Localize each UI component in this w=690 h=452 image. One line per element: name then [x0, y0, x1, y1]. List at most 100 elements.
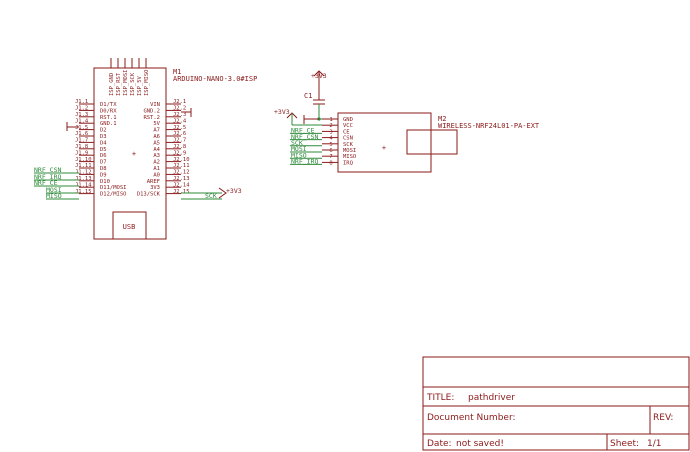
arduino-right-pin-number: J2.5 — [173, 125, 186, 131]
nrf-net-label[interactable]: NRF_CSN — [291, 133, 318, 141]
arduino-right-pin-label: A4 — [153, 147, 160, 153]
arduino-right-pin-label: A7 — [153, 128, 160, 134]
nrf-pin-label: MOSI — [343, 148, 356, 154]
arduino-left-pin-number: J1.2 — [75, 106, 88, 112]
arduino-right-pin-label: A3 — [153, 153, 160, 159]
nrf-pin-number: 3 — [329, 129, 332, 135]
net-label[interactable]: NRF_CE — [34, 179, 58, 187]
arduino-right-pin-number: J2.9 — [173, 150, 186, 156]
arduino-left-pin-number: J1.13 — [75, 176, 92, 182]
origin-cross: + — [132, 150, 136, 158]
nrf-pin-number: 6 — [329, 148, 332, 154]
arduino-right-pin-number: J2.10 — [173, 157, 190, 163]
nrf-pin-label: VCC — [343, 123, 353, 129]
nrf-net-label[interactable]: MOSI — [291, 145, 307, 153]
arduino-right-pin-number: J2.3 — [173, 112, 186, 118]
arduino-right-pin-number: J2.4 — [173, 118, 187, 124]
capacitor-c1[interactable]: +3V3 C1 — [304, 70, 327, 121]
arduino-left-pin-label: D8 — [100, 166, 107, 172]
supply-label[interactable]: +3V3 — [226, 187, 242, 195]
arduino-left-pin-number: J1.8 — [75, 144, 88, 150]
nrf-pin-number: 5 — [329, 142, 332, 148]
nrf-pin-label: GND — [343, 117, 353, 123]
isp-pin-label: ISP_GND — [109, 73, 115, 96]
title-label: TITLE: — [426, 393, 454, 403]
nrf-net-label[interactable]: MISO — [291, 151, 307, 159]
arduino-left-pin-number: J1.11 — [75, 163, 92, 169]
arduino-left-wiring: NRF_CSN NRF_IRQ NRF_CE MOSI MISO — [34, 122, 79, 200]
nrf-net-label[interactable]: NRF_CE — [291, 127, 315, 135]
arduino-left-pin-number: J1.1 — [75, 99, 88, 105]
arduino-left-pin-label: D2 — [100, 128, 107, 134]
nrf-antenna-connector — [406, 129, 458, 155]
arduino-right-pin-number: J2.15 — [173, 189, 190, 195]
arduino-left-pin-label: GND.1 — [100, 121, 117, 127]
arduino-left-pin-label: D1/TX — [100, 102, 117, 108]
net-label[interactable]: MOSI — [46, 186, 62, 194]
nrf-net-label[interactable]: NRF_IRQ — [291, 158, 318, 166]
usb-connector — [112, 211, 147, 240]
arduino-left-pin-number: J1.5 — [75, 125, 88, 131]
isp-pin-label: ISP_5V — [137, 75, 143, 96]
arduino-right-pin-label: VIN — [150, 102, 160, 108]
arduino-ref: M1 — [173, 68, 181, 76]
arduino-right-pin-number: J2.8 — [173, 144, 186, 150]
arduino-right-pin-label: 3V3 — [150, 185, 160, 191]
arduino-right-pin-label: 5V — [153, 121, 160, 127]
nrf-net-label[interactable]: SCK — [291, 139, 303, 147]
arduino-left-pin-label: RST.1 — [100, 115, 117, 121]
arduino-right-pin-number: J2.1 — [173, 99, 186, 105]
net-label[interactable]: NRF_IRQ — [34, 173, 61, 181]
arduino-right-pin-label: A5 — [153, 140, 160, 146]
nrf-pin-number: 1 — [329, 117, 332, 123]
arduino-left-pin-number: J1.12 — [75, 170, 92, 176]
arduino-right-wiring: +3V3 SCK — [181, 108, 242, 200]
arduino-right-pin-label: A2 — [153, 160, 160, 166]
arduino-right-pin-number: J2.12 — [173, 170, 190, 176]
rev-label: REV: — [653, 413, 673, 423]
arduino-right-pin-label: GND.2 — [143, 108, 160, 114]
arduino-left-pin-label: D9 — [100, 172, 107, 178]
arduino-right-pin-label: RST.2 — [143, 115, 160, 121]
net-label[interactable]: MISO — [46, 192, 62, 200]
net-label[interactable]: NRF_CSN — [34, 166, 61, 174]
arduino-left-pin-number: J1.3 — [75, 112, 88, 118]
arduino-nano-symbol[interactable]: USB + M1 ARDUINO-NANO-3.0#ISP ISP_GND IS… — [75, 58, 257, 240]
origin-cross: + — [382, 144, 386, 152]
arduino-left-pin-label: D11/MOSI — [100, 185, 127, 191]
arduino-value: ARDUINO-NANO-3.0#ISP — [173, 75, 257, 83]
date-value: not saved! — [456, 439, 504, 449]
arduino-left-pin-number: J1.4 — [75, 118, 89, 124]
isp-pin-label: ISP_MISO — [144, 70, 150, 97]
arduino-left-pin-label: D12/MISO — [100, 192, 127, 198]
nrf-pin-number: 4 — [329, 136, 333, 142]
arduino-left-pin-label: D5 — [100, 147, 107, 153]
arduino-left-pin-label: D0/RX — [100, 108, 117, 114]
arduino-right-pin-number: J2.13 — [173, 176, 190, 182]
arduino-left-pin-number: J1.9 — [75, 150, 88, 156]
isp-pins: ISP_GND ISP_RST ISP_MOSI ISP_SCK ISP_5V … — [109, 58, 150, 96]
sheet-value: 1/1 — [647, 439, 661, 449]
doc-number-label: Document Number: — [427, 413, 516, 423]
title-block-frame — [422, 356, 690, 451]
arduino-right-pin-label: D13/SCK — [137, 192, 161, 198]
arduino-left-pin-label: D10 — [100, 179, 110, 185]
arduino-right-pin-label: A0 — [153, 172, 160, 178]
arduino-right-pin-label: AREF — [147, 179, 160, 185]
arduino-left-pin-number: J1.15 — [75, 189, 92, 195]
net-label[interactable]: SCK — [205, 192, 217, 200]
arduino-right-pin-number: J2.2 — [173, 106, 186, 112]
arduino-left-pin-label: D7 — [100, 160, 107, 166]
sheet-label: Sheet: — [610, 439, 639, 449]
nrf-supply-label[interactable]: +3V3 — [274, 108, 290, 116]
arduino-right-pin-label: A6 — [153, 134, 160, 140]
usb-label: USB — [123, 223, 136, 231]
arduino-left-pin-number: J1.7 — [75, 138, 88, 144]
arduino-right-pin-number: J2.7 — [173, 138, 186, 144]
arduino-left-pin-label: D4 — [100, 140, 107, 146]
title-value: pathdriver — [468, 393, 515, 403]
